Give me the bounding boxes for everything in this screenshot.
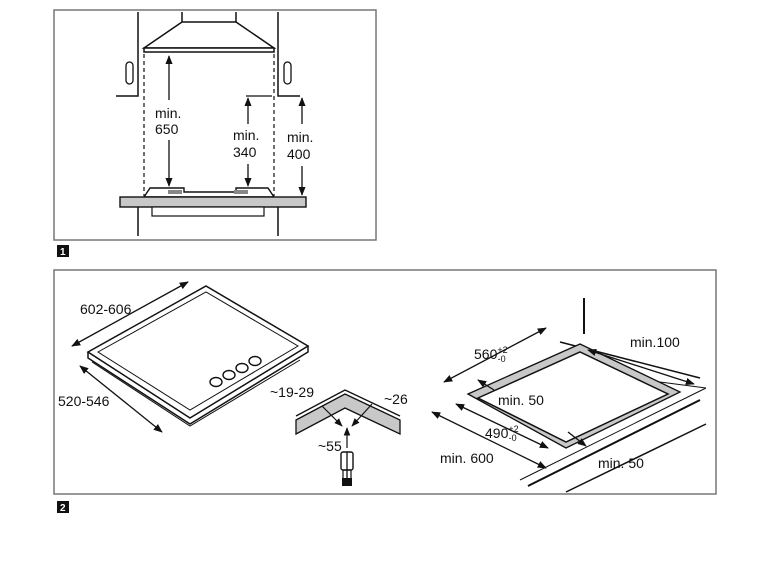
label-min600: min. 600 [440,450,494,466]
svg-text:2: 2 [60,503,66,514]
left-cabinet [116,12,139,97]
right-cabinet [277,12,300,97]
label-bend-b: ~26 [384,391,408,407]
label-min-340-a: min. [233,127,259,143]
label-min50-b: min. 50 [598,455,644,471]
left-cabinet-handle [125,61,134,85]
label-650: 650 [155,121,179,137]
label-400: 400 [287,146,311,162]
label-cut-width: 560+2-0 [474,345,508,364]
label-min-650-a: min. [155,105,181,121]
dim-depth-arrow [79,365,163,433]
extractor-hood [141,12,277,53]
label-bend-c: ~55 [318,438,342,454]
edge-profile [295,389,401,486]
label-min100: min.100 [630,334,680,350]
dim-cut-depth-arrow [455,403,549,449]
figure-2: 602-606 520-546 ~19-29 ~26 ~55 [53,269,717,495]
dim-min50-b-arrow [567,431,587,447]
label-min-400-a: min. [287,129,313,145]
right-cabinet-handle [283,61,292,85]
worktop-with-hob [119,187,307,236]
label-cut-depth: 490+2-0 [485,424,519,443]
figure-1: min. 650 min. 340 min. 400 [53,9,377,241]
label-width: 602-606 [80,301,132,317]
label-depth: 520-546 [58,393,110,409]
label-340: 340 [233,144,257,160]
figure-2-badge: 2 [57,501,69,514]
figure-1-badge: 1 [57,245,69,258]
label-min50-a: min. 50 [498,392,544,408]
dim-min100-arrow [587,349,695,385]
svg-text:1: 1 [60,247,66,258]
dim-cut-width-arrow [443,327,547,383]
hob-knobs [209,355,262,388]
label-bend-a: ~19-29 [270,384,314,400]
dim-width-arrow [71,281,189,347]
dim-min50-a-arrow [477,379,495,391]
